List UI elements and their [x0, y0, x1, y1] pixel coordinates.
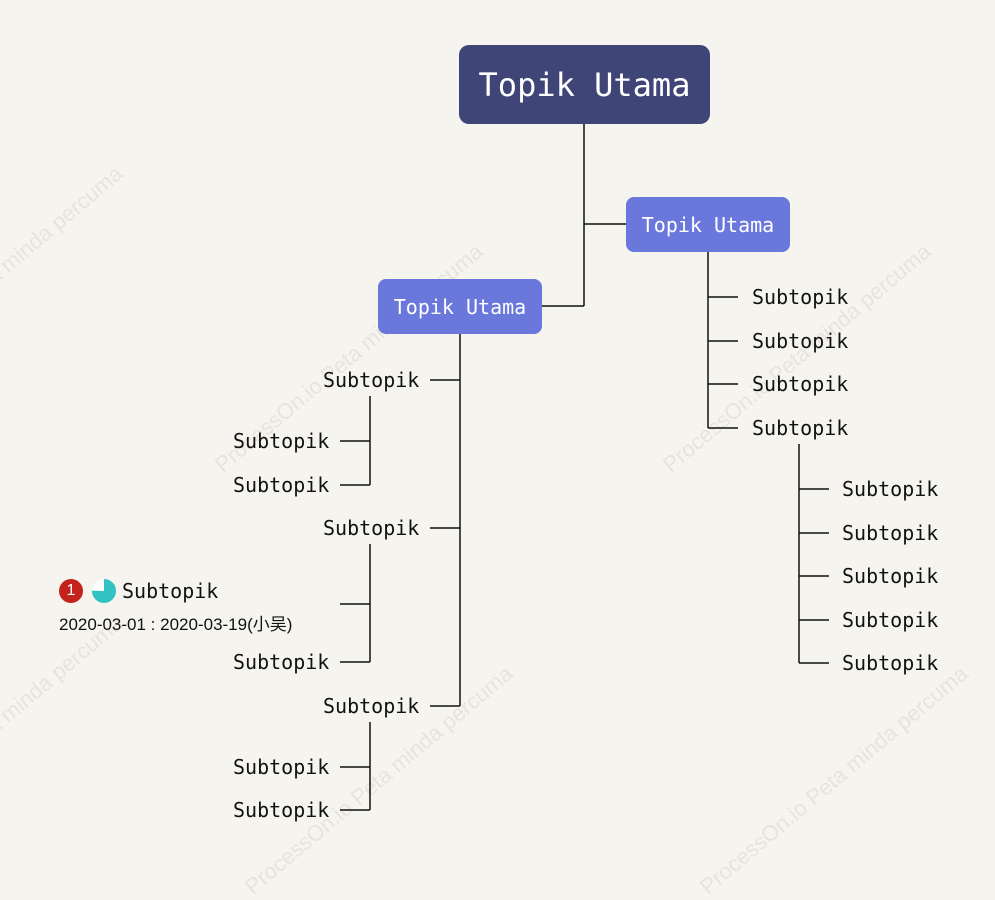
subtopic[interactable]: Subtopik	[323, 516, 420, 540]
subtopic[interactable]: Subtopik	[752, 285, 849, 309]
subtopic-child[interactable]: Subtopik	[233, 473, 330, 497]
progress-three-quarter-icon	[92, 579, 116, 603]
subtopic[interactable]: Subtopik	[752, 372, 849, 396]
subtopic-child[interactable]: Subtopik	[233, 798, 330, 822]
subtopic-child[interactable]: Subtopik	[233, 755, 330, 779]
task-date-range: 2020-03-01 : 2020-03-19(小吴)	[59, 615, 293, 634]
main-topic-right[interactable]: Topik Utama	[626, 197, 790, 252]
subtopic-child[interactable]: Subtopik	[233, 429, 330, 453]
subtopic[interactable]: Subtopik	[752, 416, 849, 440]
subtopic[interactable]: Subtopik	[752, 329, 849, 353]
subtopic-child[interactable]: Subtopik	[842, 608, 939, 632]
subtopic[interactable]: Subtopik	[323, 694, 420, 718]
priority-1-icon: 1	[59, 579, 83, 603]
subtopic-child[interactable]: Subtopik	[842, 651, 939, 675]
subtopic-child[interactable]: Subtopik	[233, 650, 330, 674]
root-topic[interactable]: Topik Utama	[459, 45, 710, 124]
subtopic-child[interactable]: Subtopik	[842, 564, 939, 588]
subtopic[interactable]: Subtopik	[323, 368, 420, 392]
main-topic-left[interactable]: Topik Utama	[378, 279, 542, 334]
subtopic-child-with-task[interactable]: Subtopik	[122, 579, 219, 603]
subtopic-child[interactable]: Subtopik	[842, 477, 939, 501]
subtopic-child[interactable]: Subtopik	[842, 521, 939, 545]
